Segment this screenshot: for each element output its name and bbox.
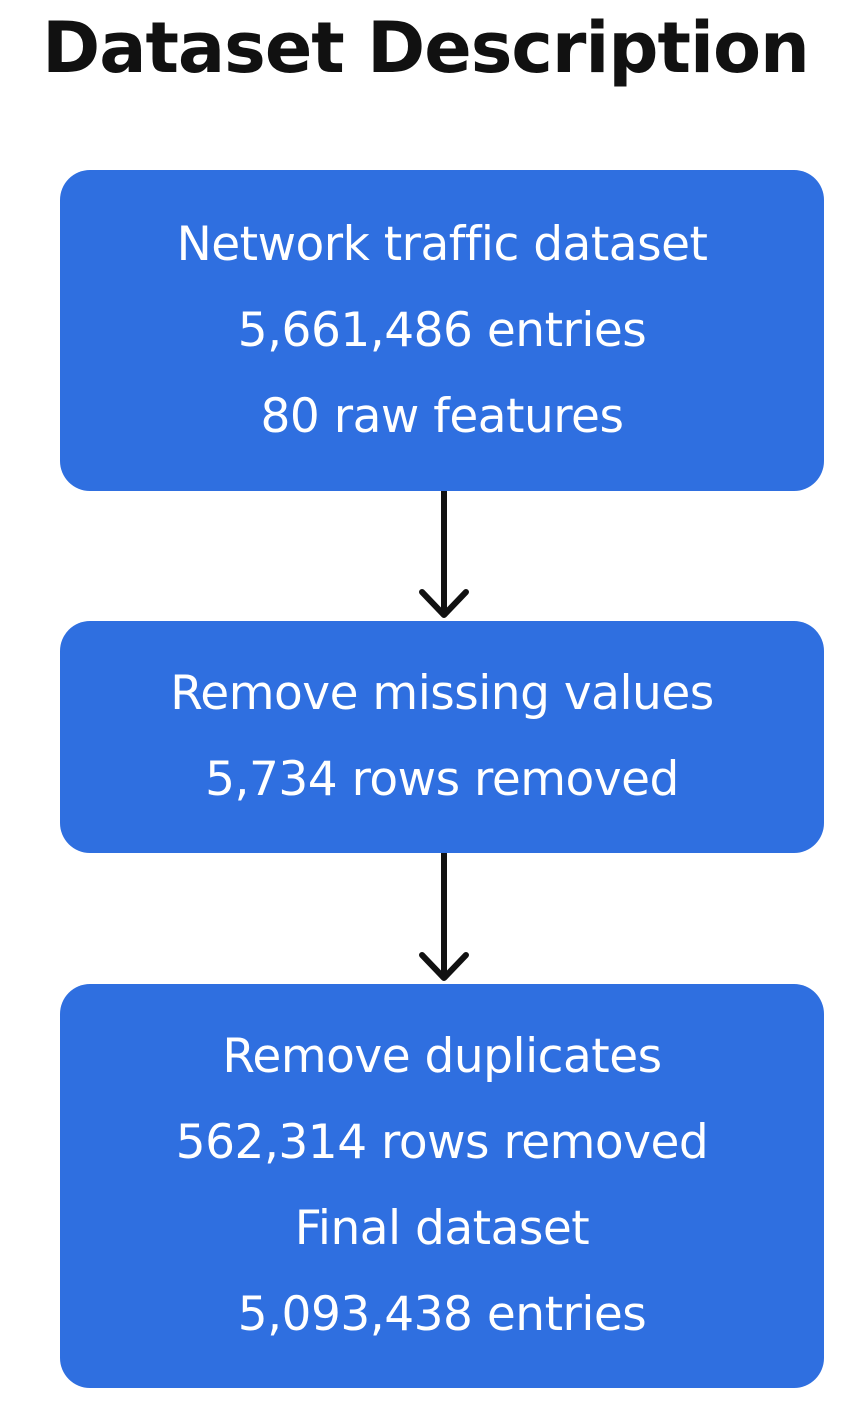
diagram-title: Dataset Description (42, 7, 810, 89)
step-text: 562,314 rows removed (175, 1115, 709, 1170)
step-text: Network traffic dataset (176, 216, 708, 272)
down-arrow-icon (419, 853, 469, 981)
step-text: 5,093,438 entries (237, 1287, 647, 1342)
step-text: 5,661,486 entries (237, 302, 647, 358)
step-text: 80 raw features (260, 388, 624, 444)
step-text: Remove missing values (170, 666, 714, 721)
step-text: Remove duplicates (222, 1029, 662, 1084)
step-text: 5,734 rows removed (205, 752, 679, 807)
step-box-network-traffic-dataset: Network traffic dataset 5,661,486 entrie… (60, 170, 824, 491)
step-box-remove-duplicates: Remove duplicates 562,314 rows removed F… (60, 984, 824, 1388)
down-arrow-icon (419, 491, 469, 618)
step-box-remove-missing-values: Remove missing values 5,734 rows removed (60, 621, 824, 853)
step-text: Final dataset (294, 1201, 590, 1256)
